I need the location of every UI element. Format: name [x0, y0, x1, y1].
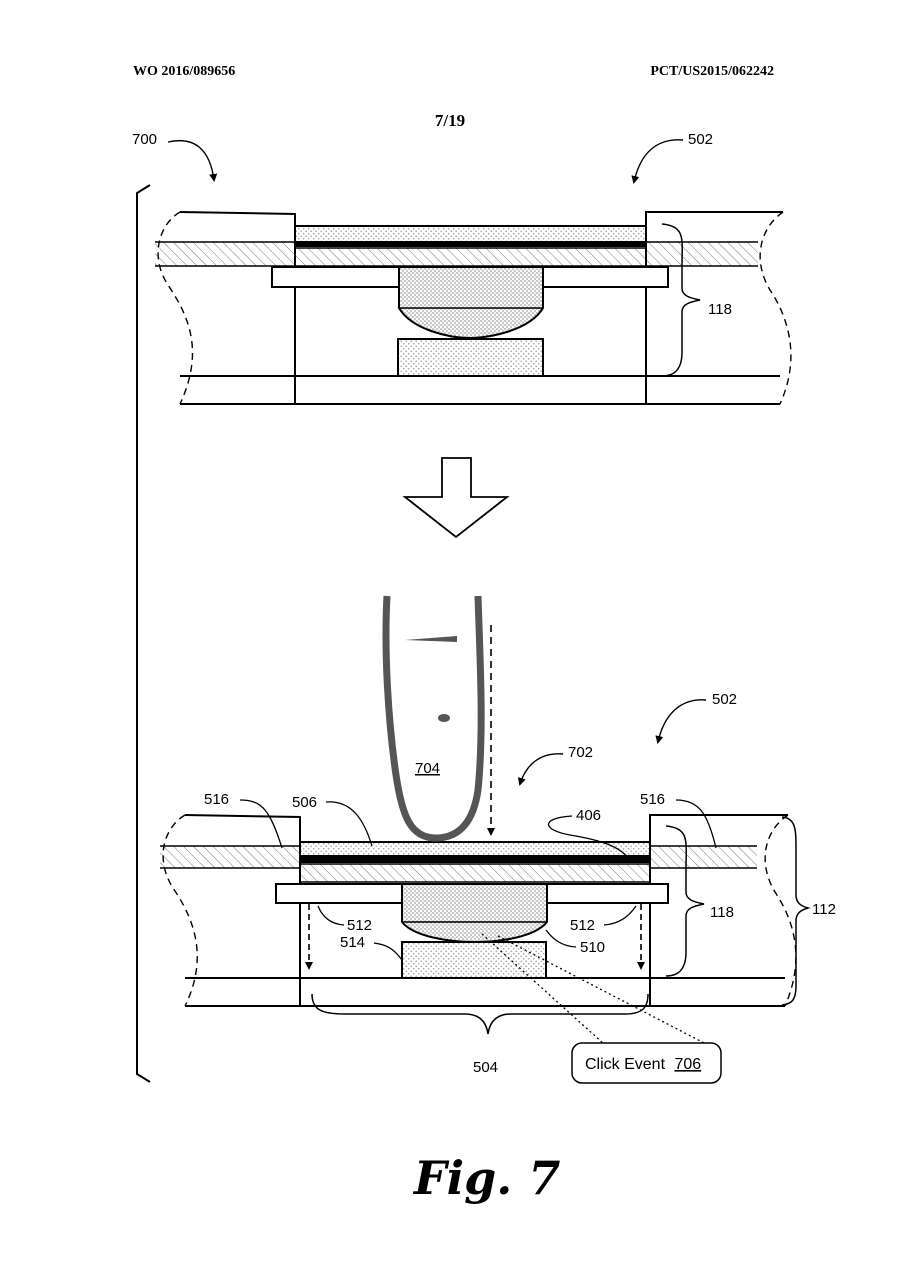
publication-number: WO 2016/089656 — [133, 64, 236, 79]
ref-514: 514 — [340, 934, 365, 951]
click-event-label: Click Event 706 — [585, 1056, 701, 1073]
brace-504 — [311, 993, 649, 1035]
finger-704 — [382, 595, 485, 842]
top-assembly — [155, 211, 792, 405]
click-event-callout — [571, 1042, 722, 1084]
ref-504: 504 — [473, 1059, 498, 1076]
ref-506: 506 — [292, 794, 317, 811]
ref-502-top: 502 — [688, 131, 713, 148]
ref-702: 702 — [568, 744, 593, 761]
figure-caption: Fig. 7 — [412, 1151, 560, 1205]
bottom-assembly — [160, 814, 797, 1007]
ref-502-bottom: 502 — [712, 691, 737, 708]
application-number: PCT/US2015/062242 — [650, 64, 774, 79]
ref-512-left: 512 — [347, 917, 372, 934]
click-event-number: 706 — [674, 1056, 701, 1073]
ref-118-bottom: 118 — [710, 904, 734, 921]
ref-112: 112 — [812, 901, 836, 918]
ref-510: 510 — [580, 939, 605, 956]
ref-512-right: 512 — [570, 917, 595, 934]
ref-516-left: 516 — [204, 791, 229, 808]
ref-118-top: 118 — [708, 301, 732, 318]
ref-704: 704 — [415, 760, 440, 777]
click-event-text: Click Event — [585, 1056, 666, 1073]
transition-arrow — [402, 457, 510, 539]
ref-406: 406 — [576, 807, 601, 824]
figure-bracket — [136, 184, 151, 1083]
ref-516-right: 516 — [640, 791, 665, 808]
sheet-number: 7/19 — [434, 111, 466, 130]
ref-700: 700 — [132, 131, 157, 148]
